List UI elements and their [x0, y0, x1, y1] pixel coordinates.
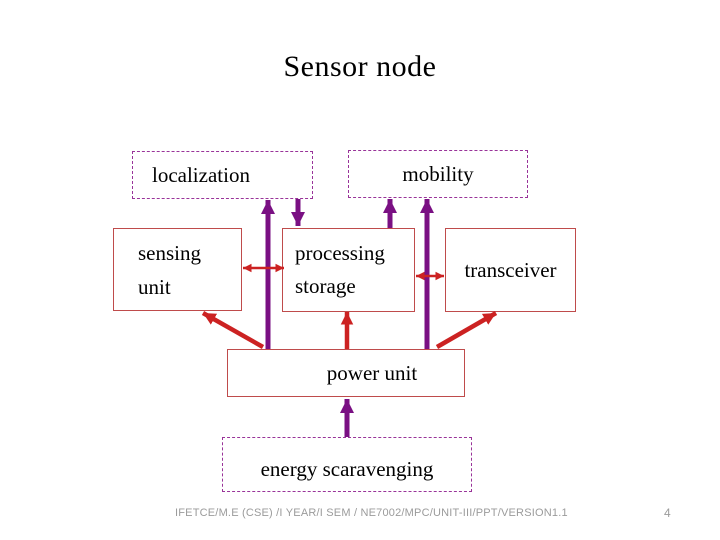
box-energy-scaravenging-label: energy scaravenging: [260, 457, 434, 482]
arrow-power-to-transceiver: [435, 311, 498, 349]
box-power-unit-label: power unit: [326, 360, 418, 385]
box-sensing-unit: sensing unit: [113, 228, 242, 311]
page-number: 4: [664, 506, 671, 520]
box-energy-scaravenging: energy scaravenging: [222, 437, 472, 492]
footer-text: IFETCE/M.E (CSE) /I YEAR/I SEM / NE7002/…: [175, 507, 568, 519]
box-mobility: mobility: [348, 150, 528, 198]
slide-title: Sensor node: [283, 50, 437, 83]
box-transceiver-label: transceiver: [464, 257, 557, 282]
arrow-power-to-sensing: [201, 311, 265, 349]
box-sensing-unit-label: sensing unit: [138, 240, 201, 299]
box-transceiver: transceiver: [445, 228, 576, 312]
box-localization-label: localization: [152, 162, 250, 187]
box-localization: localization: [132, 151, 313, 199]
box-power-unit: power unit: [227, 349, 465, 397]
box-processing-storage: processing storage: [282, 228, 415, 312]
box-mobility-label: mobility: [402, 161, 474, 186]
box-processing-storage-label: processing storage: [295, 241, 385, 298]
